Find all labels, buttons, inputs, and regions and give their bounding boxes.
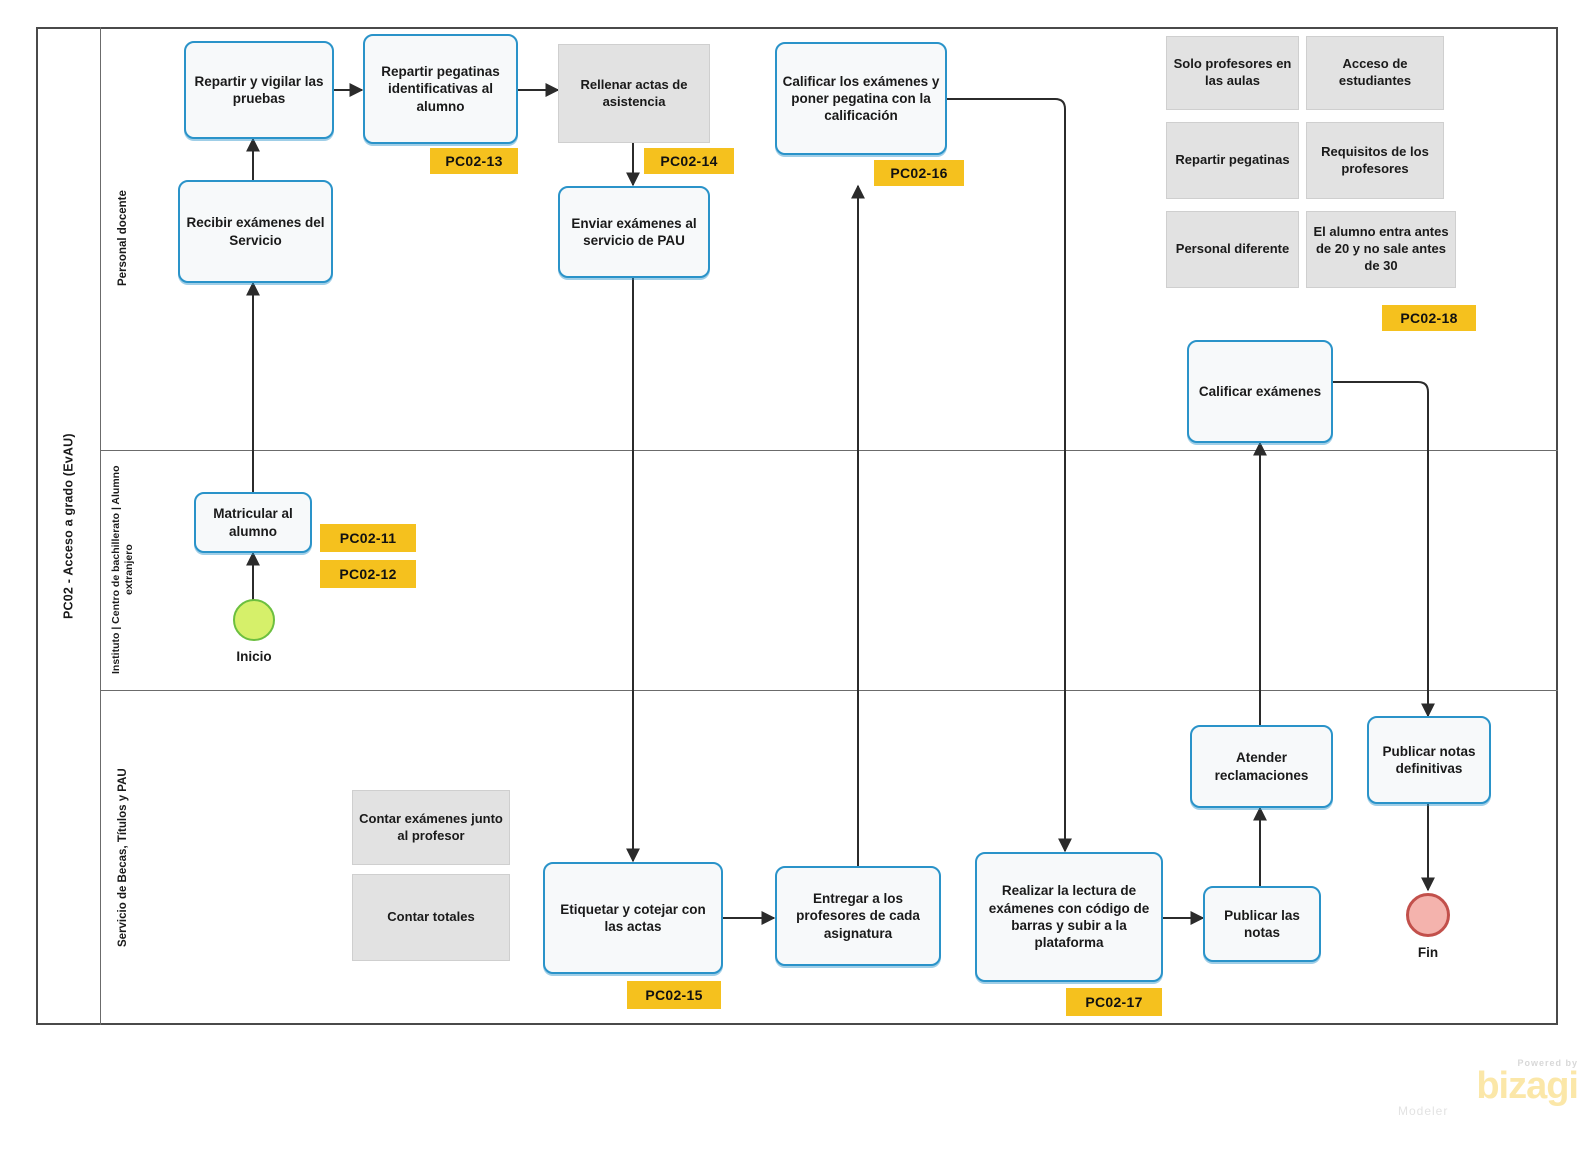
note-alumno-entra: El alumno entra antes de 20 y no sale an… [1306, 211, 1456, 288]
note-requisitos-profesores: Requisitos de los profesores [1306, 122, 1444, 199]
task-calificar-examenes[interactable]: Calificar exámenes [1187, 340, 1333, 443]
note-repartir-pegatinas: Repartir pegatinas [1166, 122, 1299, 199]
task-recibir-examenes[interactable]: Recibir exámenes del Servicio [178, 180, 333, 283]
lane-divider-1 [100, 450, 1558, 452]
end-event-label: Fin [1417, 945, 1439, 960]
task-repartir-vigilar[interactable]: Repartir y vigilar las pruebas [184, 41, 334, 139]
tag-pc02-14: PC02-14 [644, 148, 734, 174]
note-contar-totales: Contar totales [352, 874, 510, 961]
task-calificar-poner[interactable]: Calificar los exámenes y poner pegatina … [775, 42, 947, 155]
tag-pc02-17: PC02-17 [1066, 988, 1162, 1016]
bizagi-watermark: Powered by bizagi Modeler [1398, 1058, 1579, 1119]
lane-divider-2 [100, 690, 1558, 692]
tag-pc02-12: PC02-12 [320, 560, 416, 588]
task-entregar-profesores[interactable]: Entregar a los profesores de cada asigna… [775, 866, 941, 966]
task-publicar-definitivas[interactable]: Publicar notas definitivas [1367, 716, 1491, 804]
lane-label-instituto: Instituto | Centro de bachillerato | Alu… [100, 450, 145, 690]
tag-pc02-16: PC02-16 [874, 160, 964, 186]
tag-pc02-13: PC02-13 [430, 148, 518, 174]
start-event-label: Inicio [236, 649, 272, 664]
note-solo-profesores: Solo profesores en las aulas [1166, 36, 1299, 110]
watermark-brand: bizagi [1476, 1065, 1579, 1107]
tag-pc02-15: PC02-15 [627, 981, 721, 1009]
note-personal-diferente: Personal diferente [1166, 211, 1299, 288]
note-contar-examenes: Contar exámenes junto al profesor [352, 790, 510, 865]
watermark-product: Modeler [1398, 1104, 1449, 1119]
end-event[interactable] [1406, 893, 1450, 937]
task-publicar-notas[interactable]: Publicar las notas [1203, 886, 1321, 962]
task-realizar-lectura[interactable]: Realizar la lectura de exámenes con códi… [975, 852, 1163, 982]
task-atender-reclamaciones[interactable]: Atender reclamaciones [1190, 725, 1333, 808]
task-matricular-alumno[interactable]: Matricular al alumno [194, 492, 312, 553]
note-acceso-estudiantes: Acceso de estudiantes [1306, 36, 1444, 110]
task-repartir-pegatinas[interactable]: Repartir pegatinas identificativas al al… [363, 34, 518, 144]
tag-pc02-18: PC02-18 [1382, 305, 1476, 331]
task-etiquetar-cotejar[interactable]: Etiquetar y cotejar con las actas [543, 862, 723, 974]
watermark-powered-by: Powered by [1517, 1058, 1578, 1068]
lane-label-personal-docente: Personal docente [100, 27, 145, 450]
lane-label-servicio-becas: Servicio de Becas, Títulos y PAU [100, 690, 145, 1025]
start-event[interactable] [233, 599, 275, 641]
task-enviar-examenes[interactable]: Enviar exámenes al servicio de PAU [558, 186, 710, 278]
note-rellenar-actas: Rellenar actas de asistencia [558, 44, 710, 143]
tag-pc02-11: PC02-11 [320, 524, 416, 552]
pool-title: PC02 - Acceso a grado (EvAU) [36, 27, 100, 1025]
